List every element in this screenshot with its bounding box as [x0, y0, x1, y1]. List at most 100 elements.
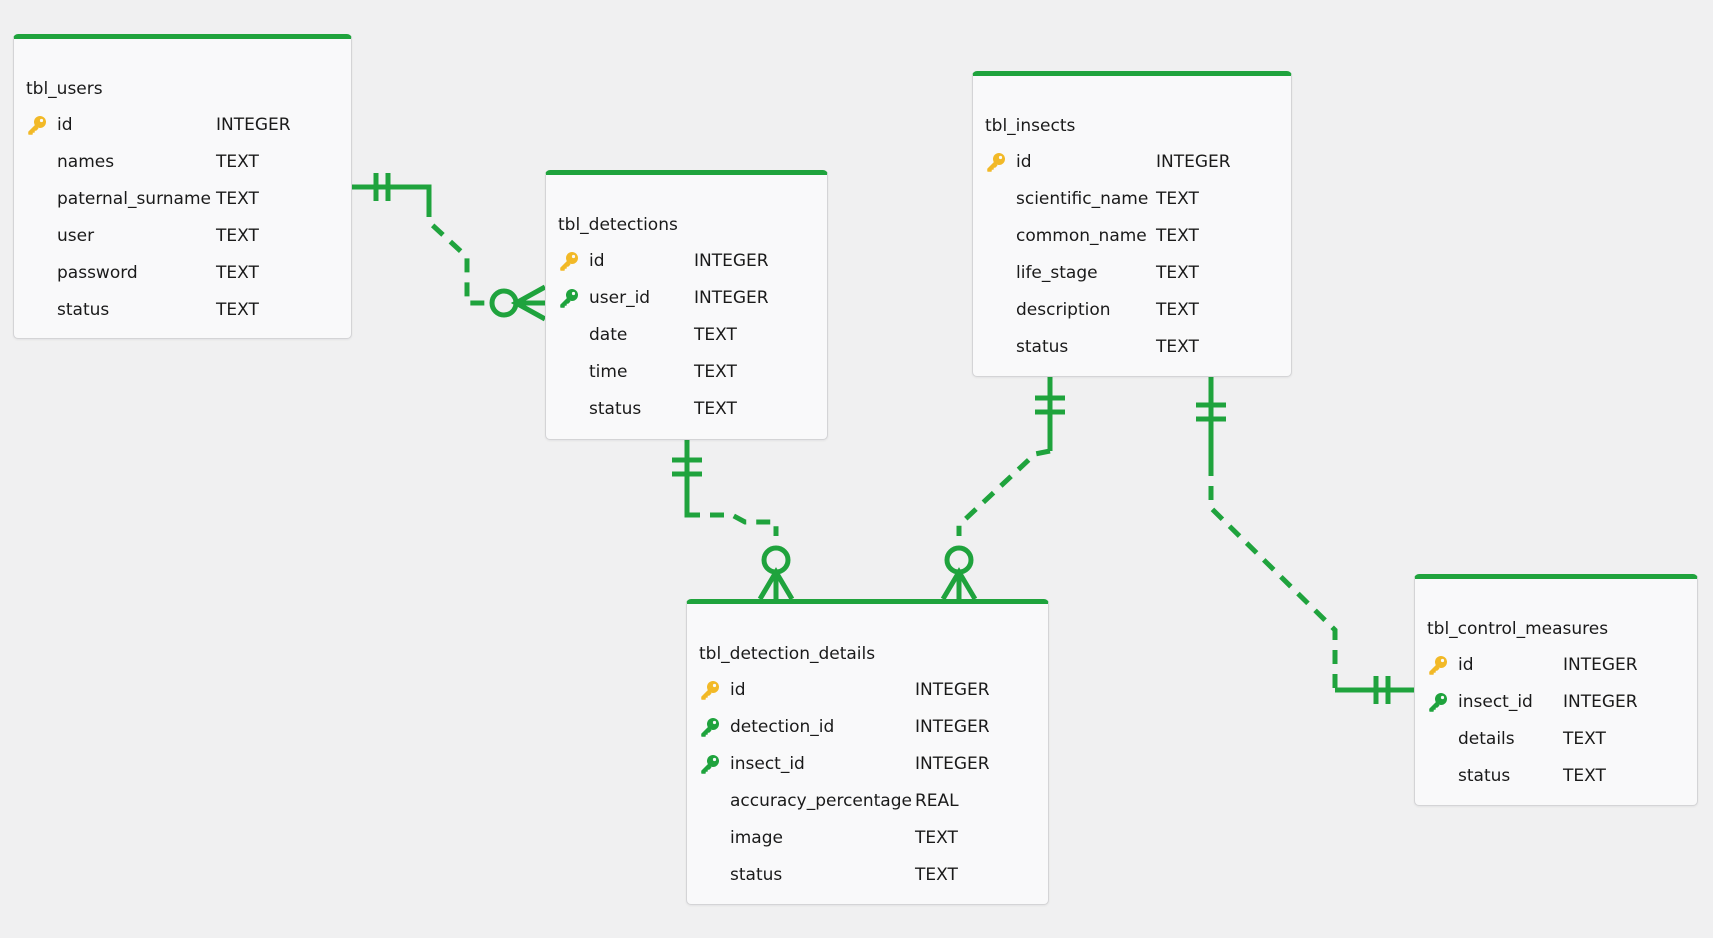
column-name: life_stage: [1016, 263, 1098, 283]
column-type: TEXT: [694, 325, 737, 345]
column-name: details: [1458, 729, 1515, 749]
column-row[interactable]: detection_id INTEGER: [687, 717, 1048, 754]
column-type: TEXT: [1156, 300, 1199, 320]
foreign-key-icon: [1427, 692, 1449, 712]
column-name: id: [589, 251, 605, 271]
column-row[interactable]: id INTEGER: [1415, 655, 1697, 692]
column-row[interactable]: id INTEGER: [546, 251, 827, 288]
relationship-users-detections-dashed: [426, 203, 490, 306]
column-name: accuracy_percentage: [730, 791, 912, 811]
primary-key-icon: [1427, 655, 1449, 675]
table-title: tbl_detection_details: [699, 644, 876, 664]
column-row[interactable]: image TEXT: [687, 828, 1048, 865]
column-type: TEXT: [216, 189, 259, 209]
column-type: TEXT: [1156, 337, 1199, 357]
column-type: INTEGER: [694, 288, 769, 308]
crowfoot-mark: [757, 567, 795, 601]
foreign-key-icon: [699, 717, 721, 737]
zero-circle-mark: [944, 545, 974, 575]
column-name: status: [1458, 766, 1511, 786]
column-type: INTEGER: [1563, 692, 1638, 712]
column-row[interactable]: insect_id INTEGER: [1415, 692, 1697, 729]
column-type: TEXT: [1156, 263, 1199, 283]
column-name: detection_id: [730, 717, 835, 737]
relationship-users-detections: [352, 184, 432, 203]
column-row[interactable]: scientific_name TEXT: [973, 189, 1291, 226]
column-type: TEXT: [915, 828, 958, 848]
column-type: TEXT: [694, 362, 737, 382]
column-type: INTEGER: [1156, 152, 1231, 172]
column-row[interactable]: status TEXT: [14, 300, 351, 337]
table-title: tbl_detections: [558, 215, 678, 235]
column-type: TEXT: [216, 226, 259, 246]
column-name: id: [1458, 655, 1474, 675]
relationship-insects-control-dashed: [1208, 462, 1338, 690]
column-row[interactable]: id INTEGER: [687, 680, 1048, 717]
foreign-key-icon: [558, 288, 580, 308]
column-name: status: [57, 300, 110, 320]
foreign-key-icon: [699, 754, 721, 774]
column-type: INTEGER: [915, 717, 990, 737]
column-row[interactable]: status TEXT: [1415, 766, 1697, 803]
column-name: insect_id: [1458, 692, 1533, 712]
column-row[interactable]: user_id INTEGER: [546, 288, 827, 325]
column-name: paternal_surname: [57, 189, 211, 209]
column-name: status: [730, 865, 783, 885]
column-row[interactable]: names TEXT: [14, 152, 351, 189]
column-name: scientific_name: [1016, 189, 1149, 209]
column-name: status: [1016, 337, 1069, 357]
column-type: TEXT: [915, 865, 958, 885]
column-name: status: [589, 399, 642, 419]
column-type: TEXT: [216, 152, 259, 172]
table-title: tbl_insects: [985, 116, 1076, 136]
column-name: date: [589, 325, 628, 345]
column-name: id: [57, 115, 73, 135]
column-row[interactable]: status TEXT: [687, 865, 1048, 902]
column-row[interactable]: time TEXT: [546, 362, 827, 399]
zero-circle-mark: [489, 288, 519, 318]
column-type: INTEGER: [915, 680, 990, 700]
column-name: common_name: [1016, 226, 1147, 246]
column-type: TEXT: [694, 399, 737, 419]
column-type: TEXT: [216, 300, 259, 320]
primary-key-icon: [699, 680, 721, 700]
column-type: TEXT: [1563, 766, 1606, 786]
column-row[interactable]: description TEXT: [973, 300, 1291, 337]
column-name: names: [57, 152, 115, 172]
column-name: user_id: [589, 288, 651, 308]
column-type: TEXT: [1156, 226, 1199, 246]
primary-key-icon: [26, 115, 48, 135]
column-row[interactable]: status TEXT: [973, 337, 1291, 374]
column-row[interactable]: status TEXT: [546, 399, 827, 436]
column-type: TEXT: [1563, 729, 1606, 749]
column-row[interactable]: date TEXT: [546, 325, 827, 362]
column-name: insect_id: [730, 754, 805, 774]
column-name: description: [1016, 300, 1111, 320]
crowfoot-mark: [940, 567, 978, 601]
column-name: image: [730, 828, 783, 848]
column-name: time: [589, 362, 628, 382]
column-name: id: [730, 680, 746, 700]
column-type: TEXT: [216, 263, 259, 283]
column-row[interactable]: common_name TEXT: [973, 226, 1291, 263]
column-type: INTEGER: [1563, 655, 1638, 675]
column-row[interactable]: life_stage TEXT: [973, 263, 1291, 300]
column-type: INTEGER: [694, 251, 769, 271]
column-type: TEXT: [1156, 189, 1199, 209]
table-title: tbl_control_measures: [1427, 619, 1609, 639]
column-row[interactable]: details TEXT: [1415, 729, 1697, 766]
